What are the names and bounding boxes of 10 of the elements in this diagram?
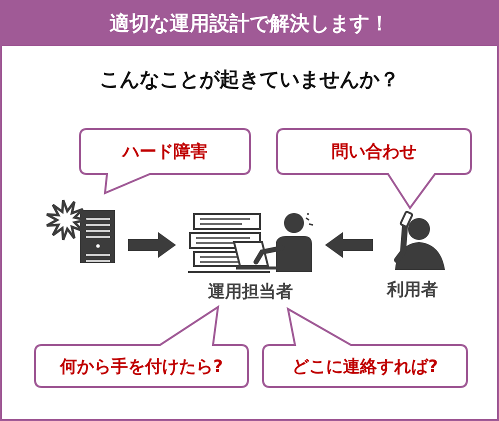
speech-bubble: 問い合わせ <box>275 127 473 210</box>
name-label: 利用者 <box>387 280 438 300</box>
arrow <box>325 232 373 258</box>
speech-bubble: 何から手を付けたら? <box>33 305 250 389</box>
arrow <box>128 232 176 258</box>
speech-bubble: どこに連絡すれば? <box>261 307 469 389</box>
speech-bubble: ハード障害 <box>78 127 252 195</box>
name-label: 運用担当者 <box>208 282 293 302</box>
header-banner: 適切な運用設計で解決します！ <box>0 0 499 46</box>
heading-text: こんなことが起きていませんか？ <box>100 67 400 91</box>
